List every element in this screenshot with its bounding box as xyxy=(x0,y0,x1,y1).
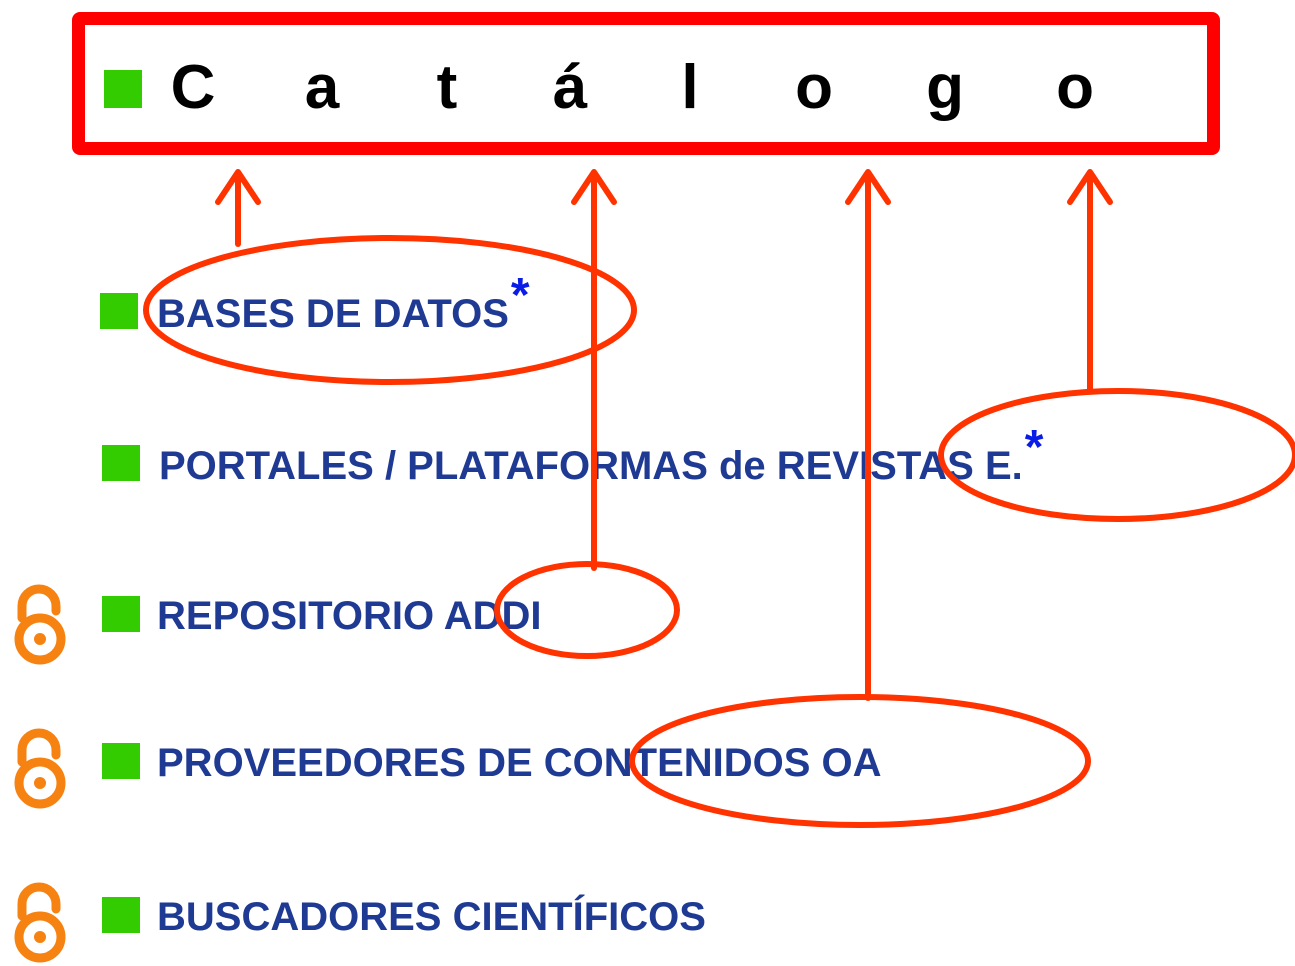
item-bullet xyxy=(102,743,140,779)
item-proveedores-oa: PROVEEDORES DE CONTENIDOS OA xyxy=(157,739,882,787)
item-bullet xyxy=(102,445,140,481)
arrowhead xyxy=(571,169,617,205)
arrowhead xyxy=(1067,169,1113,205)
item-bullet xyxy=(100,293,138,329)
asterisk-mark: * xyxy=(510,269,530,322)
catalog-letter: o xyxy=(1056,53,1094,122)
item-bullet xyxy=(102,596,140,632)
item-label-text: PROVEEDORES DE CONTENIDOS OA xyxy=(157,741,882,785)
item-label-text: BUSCADORES CIENTÍFICOS xyxy=(157,895,706,939)
arrowhead xyxy=(215,169,261,205)
catalog-frame xyxy=(72,12,1220,155)
catalog-letter: l xyxy=(681,53,699,122)
item-bases-de-datos: BASES DE DATOS* xyxy=(157,272,530,338)
item-bullet xyxy=(102,897,140,933)
catalog-letter: á xyxy=(552,53,588,122)
item-repositorio-addi: REPOSITORIO ADDI xyxy=(157,592,542,640)
item-label-text: BASES DE DATOS xyxy=(157,292,509,336)
catalog-letter: g xyxy=(926,53,964,122)
asterisk-mark: * xyxy=(1024,421,1044,474)
catalog-letter: o xyxy=(795,53,833,122)
open-access-lock-icon xyxy=(14,584,66,665)
catalog-letter: a xyxy=(304,53,340,122)
item-label-text: REPOSITORIO ADDI xyxy=(157,594,542,638)
item-label-text: PORTALES / PLATAFORMAS de REVISTAS E. xyxy=(159,444,1023,488)
open-access-lock-icon xyxy=(14,728,66,809)
catalog-letter: C xyxy=(170,53,216,122)
catalog-letter: t xyxy=(436,53,458,122)
open-access-lock-icon xyxy=(14,882,66,963)
item-buscadores-cientificos: BUSCADORES CIENTÍFICOS xyxy=(157,893,706,941)
catalog-bullet xyxy=(104,70,142,108)
arrowhead xyxy=(845,169,891,205)
item-portales-plataformas: PORTALES / PLATAFORMAS de REVISTAS E.* xyxy=(159,424,1043,490)
